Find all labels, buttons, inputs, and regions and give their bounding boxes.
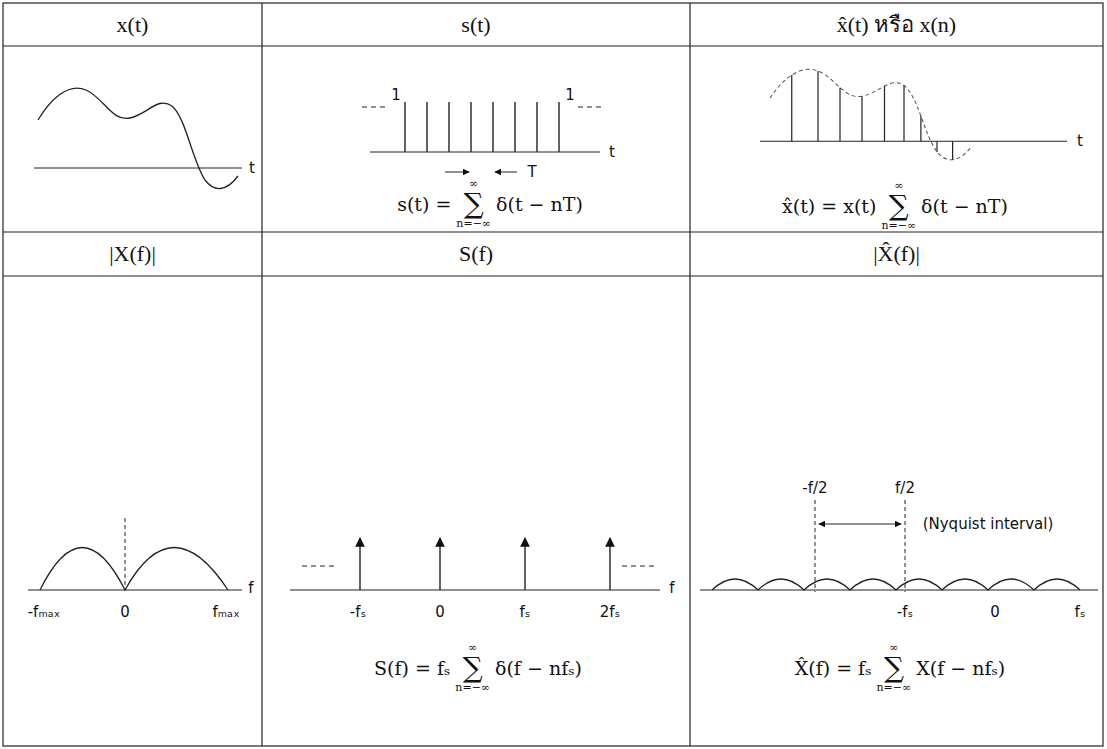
header-cell: x̂(t) หรือ x(n): [691, 4, 1102, 45]
formula-term: s(t) =: [397, 193, 451, 215]
sum-sign: ∑: [464, 190, 484, 218]
formula-term: X(f − nfₛ): [916, 657, 1005, 679]
formula-term: δ(t − nT): [496, 193, 583, 215]
axis-label: f: [248, 580, 253, 597]
header-cell: |X̂(f)|: [691, 233, 1102, 275]
header-cell: x(t): [4, 4, 261, 45]
frequency-label: -fₘₐₓ: [28, 604, 61, 621]
frequency-label: 0: [990, 604, 1000, 621]
sum-limit: ∞: [468, 642, 477, 654]
frequency-label: 0: [120, 604, 130, 621]
frequency-label: fₘₐₓ: [212, 604, 239, 621]
column-heading: s(t): [461, 12, 490, 38]
sampled-signal: [760, 69, 1067, 159]
periodic-spectrum: [700, 500, 1098, 592]
column-heading: x̂(t) หรือ x(n): [837, 7, 956, 42]
column-heading: |X(f)|: [109, 241, 156, 267]
amplitude-label: 1: [391, 87, 401, 104]
frequency-label: -fₛ: [897, 604, 913, 621]
column-heading: S(f): [459, 241, 493, 267]
sum-limit: n=−∞: [877, 682, 912, 694]
axis-label: f: [669, 580, 674, 597]
column-heading: |X̂(f)|: [873, 241, 920, 267]
formula-term: δ(t − nT): [921, 195, 1008, 217]
frequency-label: 2fₛ: [600, 604, 620, 621]
baseband-spectrum: [28, 518, 242, 590]
impulse-train: [362, 102, 604, 172]
frequency-label: f/2: [895, 480, 915, 497]
sum-limit: n=−∞: [455, 682, 490, 694]
column-heading: x(t): [117, 12, 149, 38]
frequency-label: fₛ: [520, 604, 531, 621]
formula-term: X̂(f) = fₛ: [795, 657, 872, 679]
formula: S(f) = fₛ ∞∑n=−∞ δ(f − nfₛ): [374, 642, 582, 694]
axis-label: t: [1077, 133, 1083, 150]
sum-limit: ∞: [889, 642, 898, 654]
axis-label: t: [249, 160, 255, 177]
header-cell: |X(f)|: [4, 233, 261, 275]
sum-sign: ∑: [884, 654, 904, 682]
table-grid: [3, 3, 1103, 746]
impulse-spectrum: [290, 538, 660, 590]
sum-limit: ∞: [894, 180, 903, 192]
sum-limit: ∞: [469, 178, 478, 190]
frequency-label: -fₛ: [350, 604, 366, 621]
frequency-label: fₛ: [1075, 604, 1086, 621]
interval-label: (Nyquist interval): [923, 516, 1054, 533]
frequency-label: 0: [435, 604, 445, 621]
header-cell: S(f): [263, 233, 689, 275]
amplitude-label: 1: [565, 87, 575, 104]
sum-sign: ∑: [889, 192, 909, 220]
formula-term: x̂(t) = x(t): [782, 195, 876, 217]
period-label: T: [527, 164, 536, 181]
frequency-label: -f/2: [802, 480, 827, 497]
sum-limit: n=−∞: [456, 218, 491, 230]
formula: s(t) = ∞∑n=−∞ δ(t − nT): [397, 178, 583, 230]
analog-signal: [34, 88, 242, 188]
formula-term: S(f) = fₛ: [374, 657, 450, 679]
axis-label: t: [609, 144, 615, 161]
formula: x̂(t) = x(t) ∞∑n=−∞ δ(t − nT): [782, 180, 1008, 232]
sum-limit: n=−∞: [881, 220, 916, 232]
formula-term: δ(f − nfₛ): [495, 657, 582, 679]
formula: X̂(f) = fₛ ∞∑n=−∞ X(f − nfₛ): [795, 642, 1006, 694]
header-cell: s(t): [263, 4, 689, 45]
sum-sign: ∑: [463, 654, 483, 682]
